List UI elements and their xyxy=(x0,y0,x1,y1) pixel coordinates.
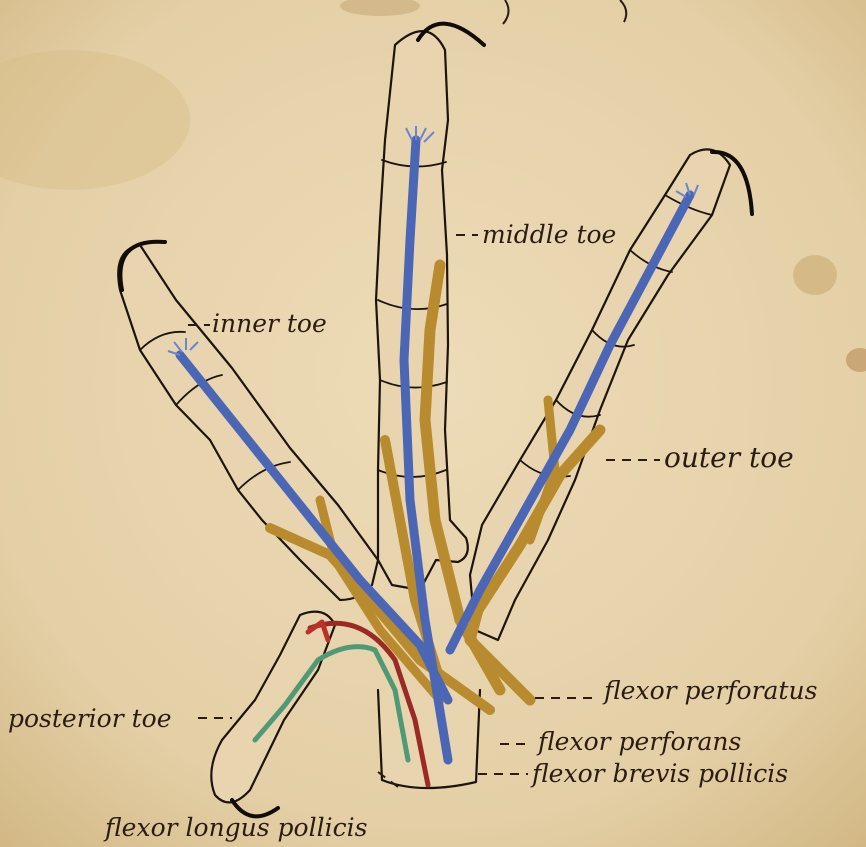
label-middle-toe: middle toe xyxy=(482,220,616,249)
label-posterior-toe: posterior toe xyxy=(8,704,172,733)
label-flexor-perforatus: flexor perforatus xyxy=(602,676,817,705)
label-outer-toe: outer toe xyxy=(664,441,794,474)
label-flexor-perforans: flexor perforans xyxy=(536,727,741,756)
label-flexor-longus-pollicis: flexor longus pollicis xyxy=(103,813,367,842)
label-inner-toe: inner toe xyxy=(212,309,327,338)
tarsus-outline xyxy=(378,690,480,788)
label-flexor-brevis-pollicis: flexor brevis pollicis xyxy=(530,759,788,788)
stain xyxy=(793,255,837,295)
